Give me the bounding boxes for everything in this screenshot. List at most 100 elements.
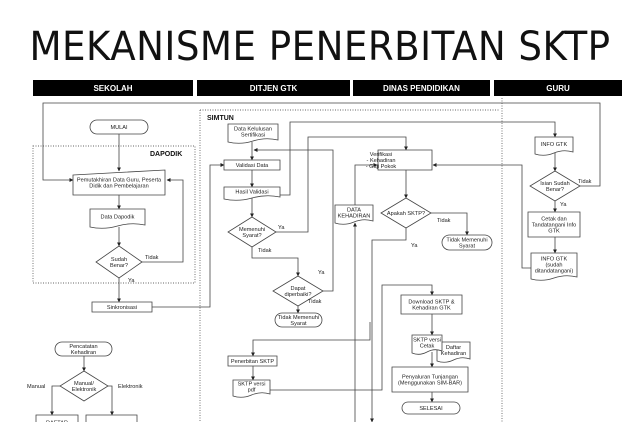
node-hasil-validasi: Hasil Validasi: [223, 186, 281, 201]
node-text: Kehadiran GTK: [412, 306, 451, 312]
node-text: Memenuhi: [239, 227, 265, 233]
node-shape: [534, 136, 574, 156]
lane-label: SEKOLAH: [93, 84, 132, 93]
node-shape: [232, 379, 271, 398]
edge-label: Ya: [411, 243, 418, 249]
node-validasi: Validasi Data: [223, 159, 281, 171]
node-shape: [223, 159, 281, 171]
node-text: Apakah SKTP?: [387, 211, 425, 217]
node-text: DATA: [347, 207, 361, 213]
edge-label: Ya: [278, 225, 285, 231]
node-selesai: SELESAI: [401, 401, 461, 415]
node-shape: [527, 211, 581, 238]
node-shape: [436, 341, 471, 363]
connector-arrow: [276, 136, 408, 233]
node-shape: [272, 275, 324, 307]
edge-label: Ya: [318, 270, 325, 276]
node-text: Dapat: [291, 286, 306, 292]
simtun-label: SIMTUN: [207, 115, 234, 122]
node-text: diperbaiki?: [284, 292, 311, 298]
connector-arrow: [270, 284, 434, 391]
connector-arrow: [370, 228, 407, 422]
dapodik-label: DAPODIK: [150, 151, 182, 158]
node-text: Data Kelulusan: [234, 126, 272, 132]
node-shape: [91, 301, 153, 313]
node-text: Syarat: [290, 321, 307, 327]
node-text: SKTP versi: [413, 337, 441, 343]
node-apakah-sktp: Apakah SKTP?: [380, 197, 432, 229]
lane-header: [197, 80, 350, 96]
connector-arrow: [431, 212, 469, 236]
edge-label: Ya: [128, 278, 135, 284]
node-text: Hasil Validasi: [235, 190, 268, 196]
edge-label: Elektronik: [118, 384, 143, 390]
edge-label: Tidak: [578, 179, 592, 185]
node-text: Penyaluran Tunjangan: [402, 374, 458, 380]
node-mulai: MULAI: [89, 119, 149, 135]
node-text: Didik dan Pembelajaran: [89, 184, 148, 190]
node-text: Pencatatan: [69, 344, 97, 350]
edge-label: Tidak: [145, 255, 159, 261]
lane-header: [33, 80, 193, 96]
node-text: - Gaji Pokok: [366, 164, 397, 170]
node-shape: [334, 204, 374, 225]
node-shape: [401, 401, 461, 415]
node-info-gtk: INFO GTK: [534, 136, 574, 156]
connector-arrow: [354, 163, 378, 205]
edge-label: Manual: [27, 384, 45, 390]
node-shape: [530, 252, 578, 281]
node-text: ditandatangani): [535, 269, 574, 275]
node-text: (sudah: [545, 263, 562, 269]
edge-label: Ya: [560, 202, 567, 208]
connector-arrow: [142, 178, 184, 263]
node-text: pdf: [248, 388, 256, 394]
node-text: Pemutakhiran Data Guru, Peserta: [77, 177, 162, 183]
edge-label: Tidak: [437, 218, 451, 224]
node-shape: [35, 414, 79, 422]
node-penerbitan: Penerbitan SKTP: [227, 355, 278, 367]
node-text: Cetak: [420, 344, 435, 350]
node-text: Syarat: [459, 244, 476, 250]
node-text: Sudah: [111, 257, 127, 263]
node-shape: [85, 414, 138, 422]
node-shape: [529, 170, 581, 202]
node-text: Verifikasi: [370, 152, 392, 158]
node-text: Tidak Memenuhi: [278, 315, 319, 321]
connector-arrow: [152, 163, 225, 308]
node-shape: [227, 123, 279, 144]
node-text: Tidak Memenuhi: [446, 237, 487, 243]
node-text: Sertifikasi: [241, 133, 265, 139]
node-text: Validasi Data: [236, 163, 269, 169]
node-data-dapodik: Data Dapodik: [89, 208, 146, 229]
node-text: (Menggunakan SIM-BAR): [398, 381, 462, 387]
lane-label: DITJEN GTK: [250, 84, 298, 93]
node-text: SKTP versi: [238, 381, 266, 387]
node-shape: [227, 355, 278, 367]
node-shape: [72, 169, 166, 196]
node-shape: [274, 312, 323, 328]
node-text: Benar?: [110, 263, 128, 269]
node-text: INFO GTK: [541, 256, 568, 262]
node-text: Cetak dan: [541, 216, 567, 222]
node-download: Download SKTP &Kehadiran GTK: [400, 294, 463, 315]
connector-arrow: [432, 163, 531, 269]
node-shape: [95, 245, 143, 279]
node-text: - Kehadiran: [367, 158, 396, 164]
node-verifikasi: Verifikasi- Kehadiran- Gaji Pokok: [366, 149, 433, 171]
node-text: Syarat?: [242, 233, 261, 239]
node-text: Benar?: [546, 187, 564, 193]
node-text: INFO GTK: [541, 142, 568, 148]
